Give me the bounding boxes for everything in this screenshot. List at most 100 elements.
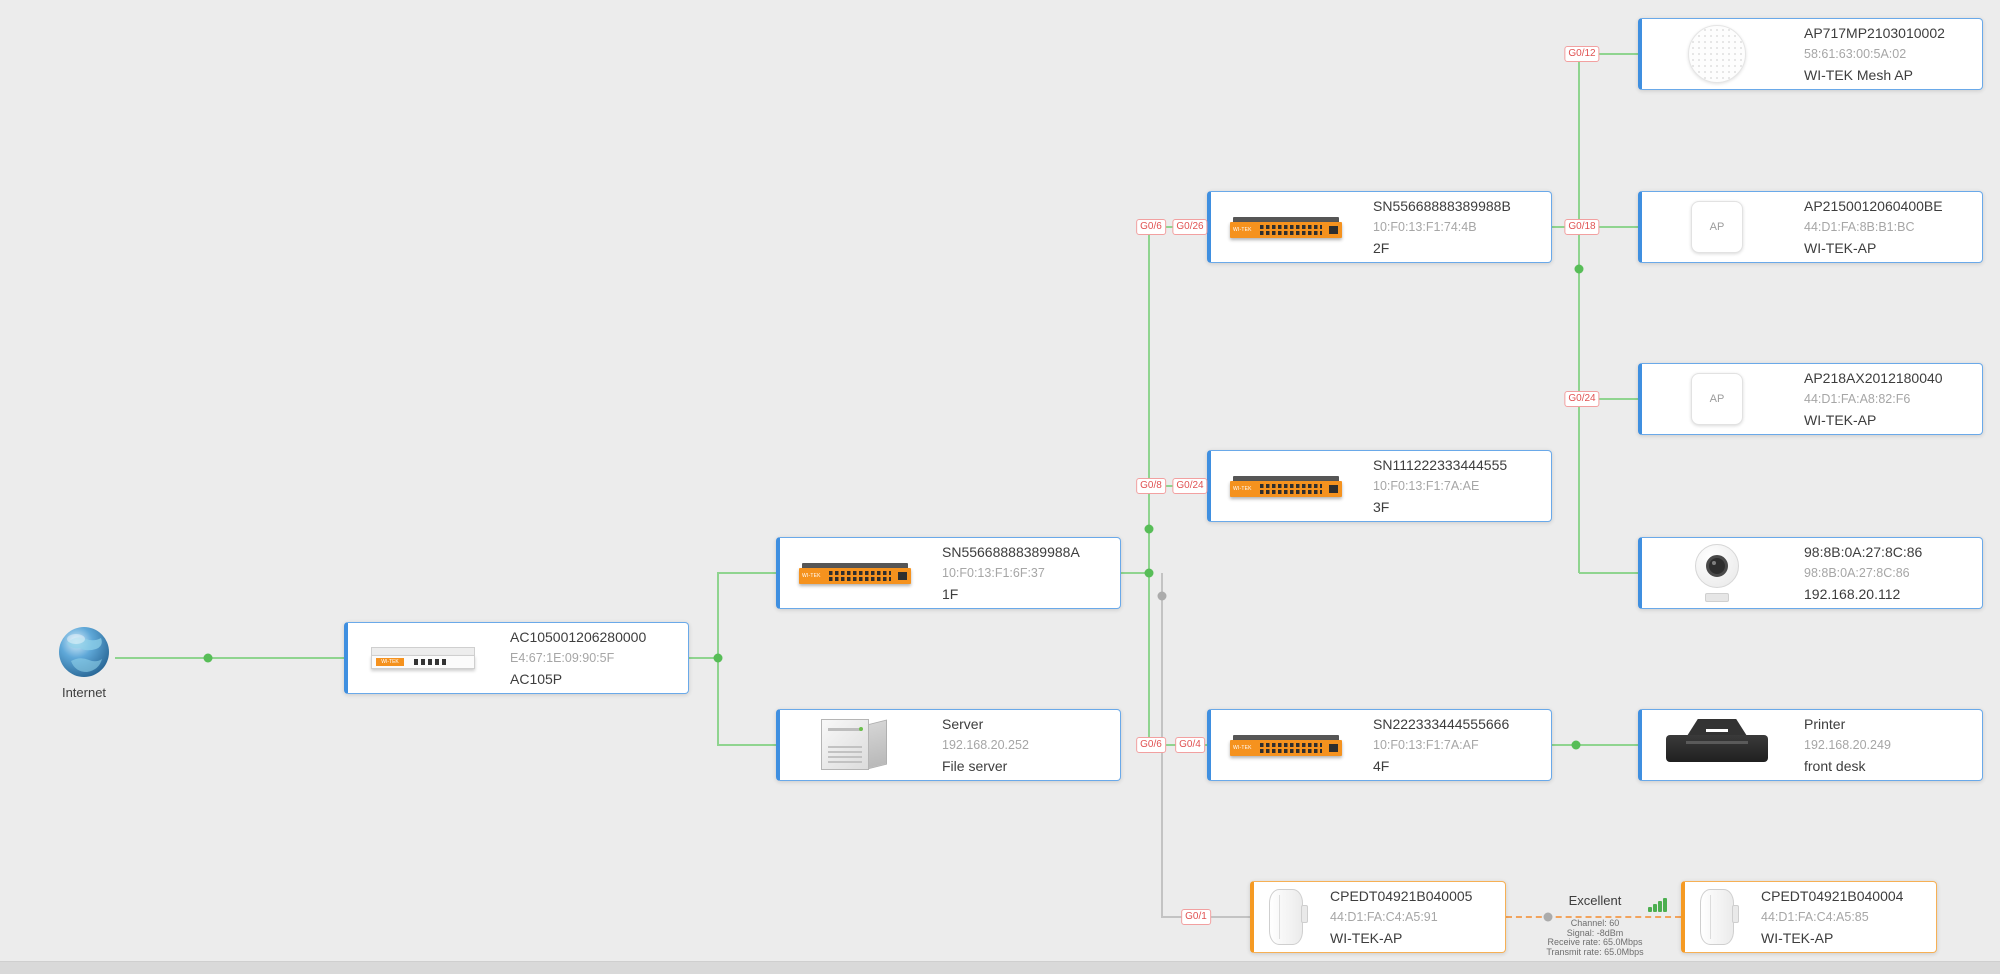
brand-logo: WI-TEK [1233,485,1252,492]
link-dot-gray [1543,912,1553,922]
port-badge-sw2f-uplink[interactable]: G0/6 [1136,219,1166,235]
link-dot-gray [1157,591,1167,601]
device-label: front desk [1804,757,1866,774]
wireless-detail-channel: Channel: 60 [1570,918,1620,928]
globe-icon [59,627,109,677]
device-label: WI-TEK Mesh AP [1804,66,1913,83]
device-ip: 192.168.20.249 [1804,737,1891,752]
device-card-ap218[interactable]: AP AP218AX2012180040 44:D1:FA:A8:82:F6 W… [1638,363,1983,435]
port-badge-ap2150[interactable]: G0/18 [1564,219,1600,235]
device-card-cpe5[interactable]: CPEDT04921B040005 44:D1:FA:C4:A5:91 WI-T… [1250,881,1506,953]
access-point-icon: AP [1691,373,1743,425]
ap-icon-label: AP [1709,393,1725,405]
link-right-trunk-vertical [1578,53,1580,573]
device-title: CPEDT04921B040005 [1330,887,1473,904]
device-card-ac[interactable]: WI-TEK AC105001206280000 E4:67:1E:09:90:… [344,622,689,694]
link-branch-server [718,744,776,746]
device-card-sw4f[interactable]: WI-TEK SN222333444555666 10:F0:13:F1:7A:… [1207,709,1552,781]
device-card-camera[interactable]: 98:8B:0A:27:8C:86 98:8B:0A:27:8C:86 192.… [1638,537,1983,609]
device-label: 4F [1373,757,1390,774]
device-title: AP218AX2012180040 [1804,369,1943,386]
link-trunk-camera [1579,572,1638,574]
device-card-cpe4[interactable]: CPEDT04921B040004 44:D1:FA:C4:A5:85 WI-T… [1681,881,1937,953]
wireless-detail-receive: Receive rate: 65.0Mbps [1547,937,1643,947]
device-label: WI-TEK-AP [1804,239,1877,256]
link-dot [713,653,723,663]
wireless-link-line [1506,916,1681,918]
signal-bars-icon [1648,898,1667,912]
printer-icon [1662,719,1772,771]
link-dot [1144,524,1154,534]
link-ac-branch [689,657,718,659]
port-badge-sw4f-uplink[interactable]: G0/6 [1136,737,1166,753]
switch-icon: WI-TEK [1230,475,1342,497]
device-card-ap2150[interactable]: AP AP2150012060400BE 44:D1:FA:8B:B1:BC W… [1638,191,1983,263]
device-ip: 192.168.20.252 [942,737,1029,752]
port-badge-mesh[interactable]: G0/12 [1564,46,1600,62]
device-label: WI-TEK-AP [1804,411,1877,428]
device-title: AP2150012060400BE [1804,197,1943,214]
port-badge-sw3f-port[interactable]: G0/24 [1172,478,1208,494]
device-card-sw1f[interactable]: WI-TEK SN55668888389988A 10:F0:13:F1:6F:… [776,537,1121,609]
internet-node[interactable]: Internet [40,626,128,700]
switch-icon: WI-TEK [799,562,911,584]
device-card-sw2f[interactable]: WI-TEK SN55668888389988B 10:F0:13:F1:74:… [1207,191,1552,263]
wireless-detail-transmit: Transmit rate: 65.0Mbps [1546,946,1644,957]
device-title: AP717MP2103010002 [1804,24,1945,41]
device-mac: 10:F0:13:F1:7A:AF [1373,737,1479,752]
access-point-icon: AP [1691,201,1743,253]
port-badge-sw2f-port[interactable]: G0/26 [1172,219,1208,235]
device-label: File server [942,757,1008,774]
wireless-detail-signal: Signal: -8dBm [1566,927,1624,938]
link-dot [1571,740,1581,750]
device-title: SN222333444555666 [1373,715,1510,732]
device-mac: E4:67:1E:09:90:5F [510,650,615,665]
device-mac: 44:D1:FA:8B:B1:BC [1804,219,1915,234]
link-dot [203,653,213,663]
camera-icon [1689,544,1745,602]
port-badge-cpe[interactable]: G0/1 [1181,909,1211,925]
device-mac: 98:8B:0A:27:8C:86 [1804,565,1910,580]
device-label: 3F [1373,498,1390,515]
device-card-sw3f[interactable]: WI-TEK SN111222333444555 10:F0:13:F1:7A:… [1207,450,1552,522]
brand-logo: WI-TEK [1233,744,1252,751]
device-ip: 192.168.20.112 [1804,585,1901,602]
device-mac: 10:F0:13:F1:6F:37 [942,565,1045,580]
brand-logo: WI-TEK [376,658,404,666]
ap-icon-label: AP [1709,221,1725,233]
link-internet-ac [115,657,344,659]
horizontal-scrollbar[interactable] [0,961,2000,974]
device-title: Printer [1804,715,1846,732]
router-icon: WI-TEK [371,647,475,669]
link-sw1f-trunk [1120,572,1150,574]
device-title: SN55668888389988B [1373,197,1511,214]
port-badge-sw4f-port[interactable]: G0/4 [1175,737,1205,753]
port-badge-ap218[interactable]: G0/24 [1564,391,1600,407]
device-card-printer[interactable]: Printer 192.168.20.249 front desk [1638,709,1983,781]
device-label: AC105P [510,670,563,687]
device-title: AC105001206280000 [510,628,647,645]
link-trunk-mesh-ap [1579,53,1638,55]
mesh-ap-icon [1688,25,1746,83]
device-card-mesh-ap[interactable]: AP717MP2103010002 58:61:63:00:5A:02 WI-T… [1638,18,1983,90]
brand-logo: WI-TEK [802,572,821,579]
brand-logo: WI-TEK [1233,226,1252,233]
device-title: SN55668888389988A [942,543,1080,560]
link-trunk-ap218 [1579,398,1638,400]
device-label: WI-TEK-AP [1761,929,1834,946]
device-mac: 44:D1:FA:A8:82:F6 [1804,391,1911,406]
port-badge-sw3f-uplink[interactable]: G0/8 [1136,478,1166,494]
switch-icon: WI-TEK [1230,734,1342,756]
switch-icon: WI-TEK [1230,216,1342,238]
device-card-server[interactable]: Server 192.168.20.252 File server [776,709,1121,781]
device-title: SN111222333444555 [1373,456,1508,473]
link-dot [1574,264,1584,274]
device-label: WI-TEK-AP [1330,929,1403,946]
device-mac: 10:F0:13:F1:74:4B [1373,219,1477,234]
internet-label: Internet [61,685,107,700]
device-mac: 44:D1:FA:C4:A5:91 [1330,909,1438,924]
device-mac: 10:F0:13:F1:7A:AE [1373,478,1480,493]
cpe-icon [1700,889,1739,945]
link-dot [1144,568,1154,578]
